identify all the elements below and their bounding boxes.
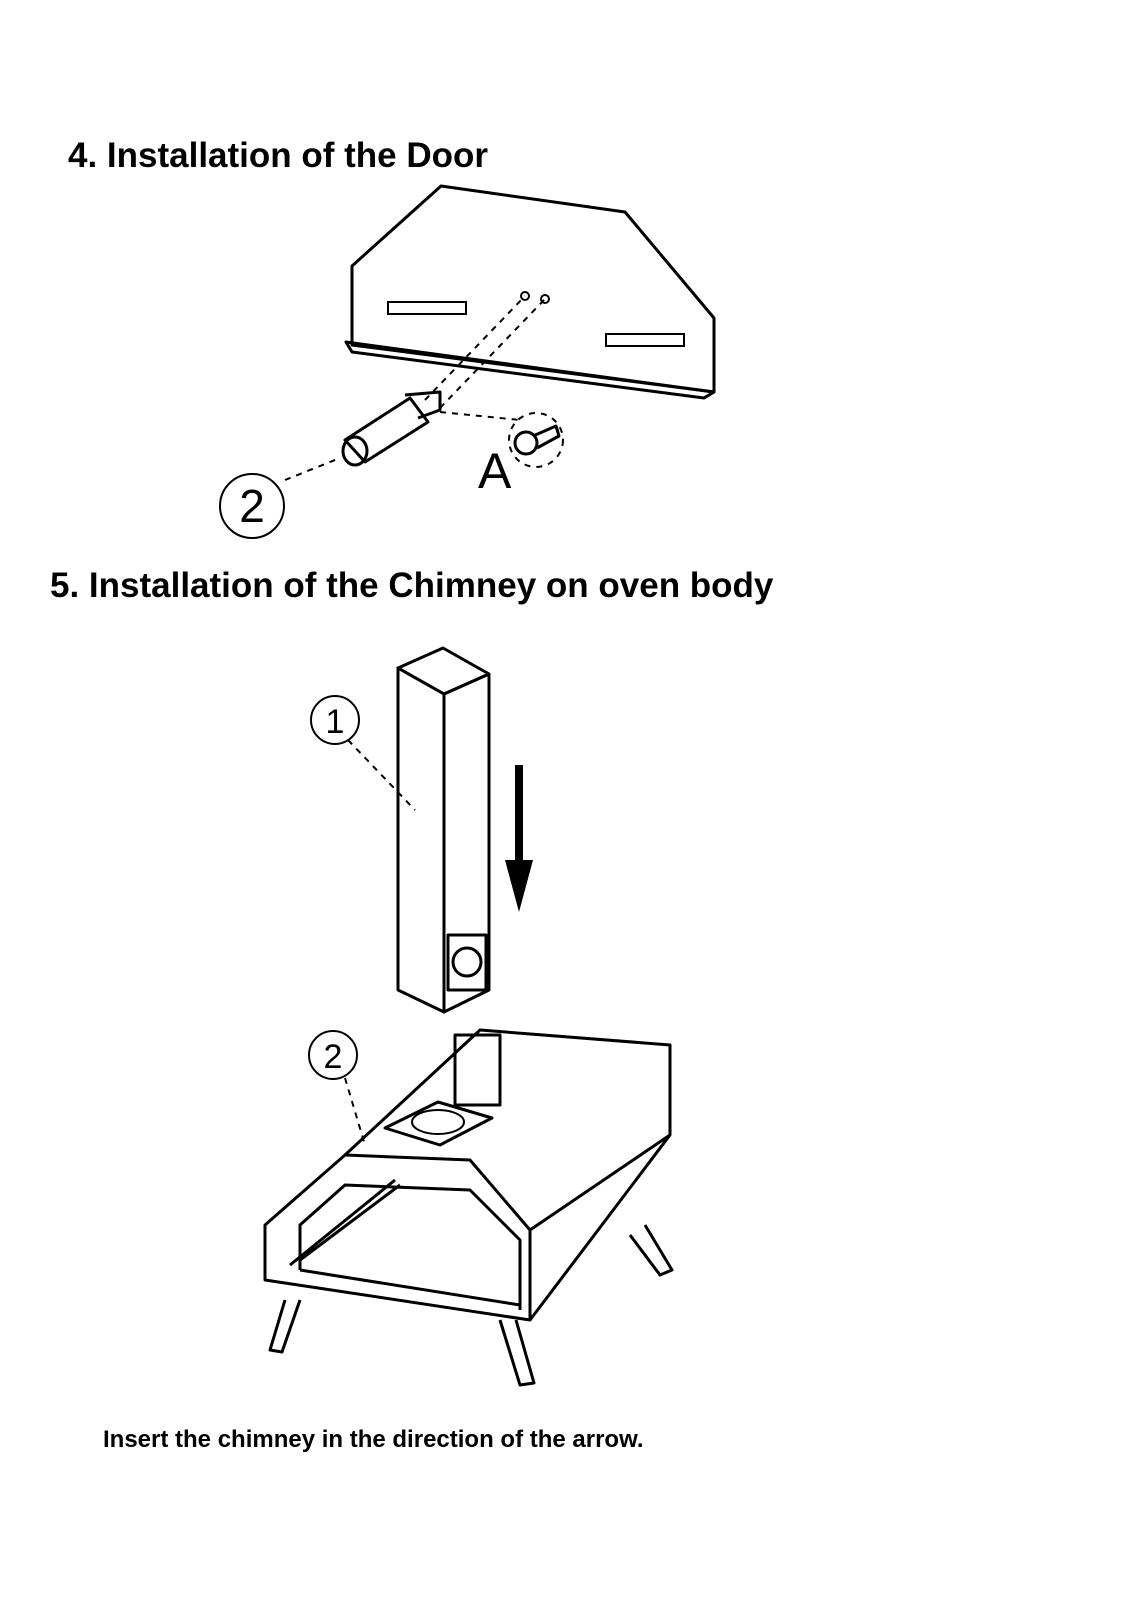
callout-circle-1	[310, 695, 360, 745]
door-panel	[344, 184, 716, 400]
instruction-caption: Insert the chimney in the direction of t…	[103, 1426, 644, 1453]
screw-a-label: A	[478, 443, 512, 499]
callout-circle-2	[219, 473, 285, 539]
section-4-heading: 4. Installation of the Door	[68, 136, 489, 175]
door-handle-part	[341, 390, 442, 467]
chimney	[396, 646, 491, 1014]
oven-body	[263, 1028, 674, 1387]
direction-arrow-icon	[505, 765, 533, 912]
section-5-heading: 5. Installation of the Chimney on oven b…	[50, 566, 774, 605]
callout-circle-2	[308, 1030, 358, 1080]
callout-2-label: 2	[239, 480, 265, 532]
callout-2-label: 2	[324, 1038, 343, 1076]
screw-a	[508, 412, 564, 468]
callout-1-label: 1	[326, 703, 345, 741]
